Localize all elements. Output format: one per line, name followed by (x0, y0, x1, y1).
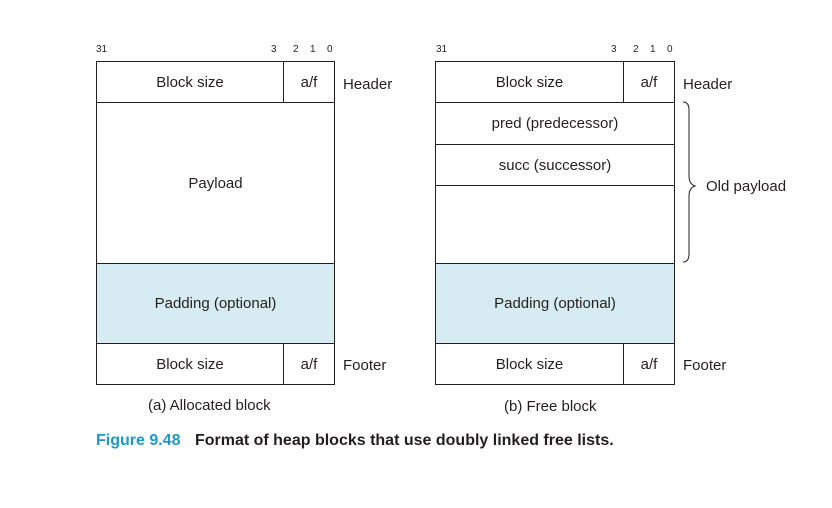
allocated-header-row: Block size a/f (97, 62, 334, 103)
free-header-label: Header (683, 76, 733, 93)
bit-0-label: 0 (667, 44, 673, 55)
free-footer-label: Footer (683, 357, 727, 374)
allocated-header-af: a/f (300, 73, 318, 91)
allocated-footer-block-size: Block size (97, 344, 284, 384)
free-succ-row: succ (successor) (436, 145, 674, 186)
bit-1-label: 1 (650, 44, 656, 55)
figure-title: Format of heap blocks that use doubly li… (194, 432, 614, 449)
allocated-payload-label: Payload (188, 174, 243, 192)
old-payload-brace (682, 101, 697, 263)
allocated-header-label: Header (343, 76, 393, 93)
free-empty-payload-row (436, 186, 674, 264)
bit-2-label: 2 (633, 44, 639, 55)
free-header-block-size: Block size (436, 62, 624, 102)
free-footer-af: a/f (640, 355, 658, 373)
free-pred-label: pred (predecessor) (491, 115, 619, 132)
free-pred-row: pred (predecessor) (436, 103, 674, 145)
free-caption: (b) Free block (504, 398, 597, 415)
allocated-header-block-size: Block size (97, 62, 284, 102)
allocated-footer-row: Block size a/f (97, 344, 334, 384)
free-succ-label: succ (successor) (498, 157, 612, 174)
bit-3-label: 3 (271, 44, 277, 55)
free-header-row: Block size a/f (436, 62, 674, 103)
bit-31-label: 31 (436, 44, 448, 55)
free-block: Block size a/f pred (predecessor) succ (… (435, 61, 675, 385)
old-payload-label: Old payload (706, 178, 787, 195)
bit-0-label: 0 (327, 44, 333, 55)
allocated-padding-label: Padding (optional) (154, 295, 277, 312)
figure-number: Figure 9.48 (96, 432, 181, 449)
bit-3-label: 3 (611, 44, 617, 55)
free-padding-row: Padding (optional) (436, 264, 674, 344)
free-footer-row: Block size a/f (436, 344, 674, 384)
free-footer-block-size: Block size (436, 344, 624, 384)
free-header-af: a/f (640, 73, 658, 91)
bit-2-label: 2 (293, 44, 299, 55)
allocated-footer-af: a/f (300, 355, 318, 373)
bit-1-label: 1 (310, 44, 316, 55)
allocated-caption: (a) Allocated block (148, 397, 271, 414)
allocated-footer-label: Footer (343, 357, 387, 374)
allocated-payload-row: Payload (97, 103, 334, 264)
allocated-padding-row: Padding (optional) (97, 264, 334, 344)
free-padding-label: Padding (optional) (494, 295, 616, 312)
allocated-block: Block size a/f Payload Padding (optional… (96, 61, 335, 385)
figure-caption: Figure 9.48 Format of heap blocks that u… (96, 432, 614, 450)
bit-31-label: 31 (96, 44, 108, 55)
